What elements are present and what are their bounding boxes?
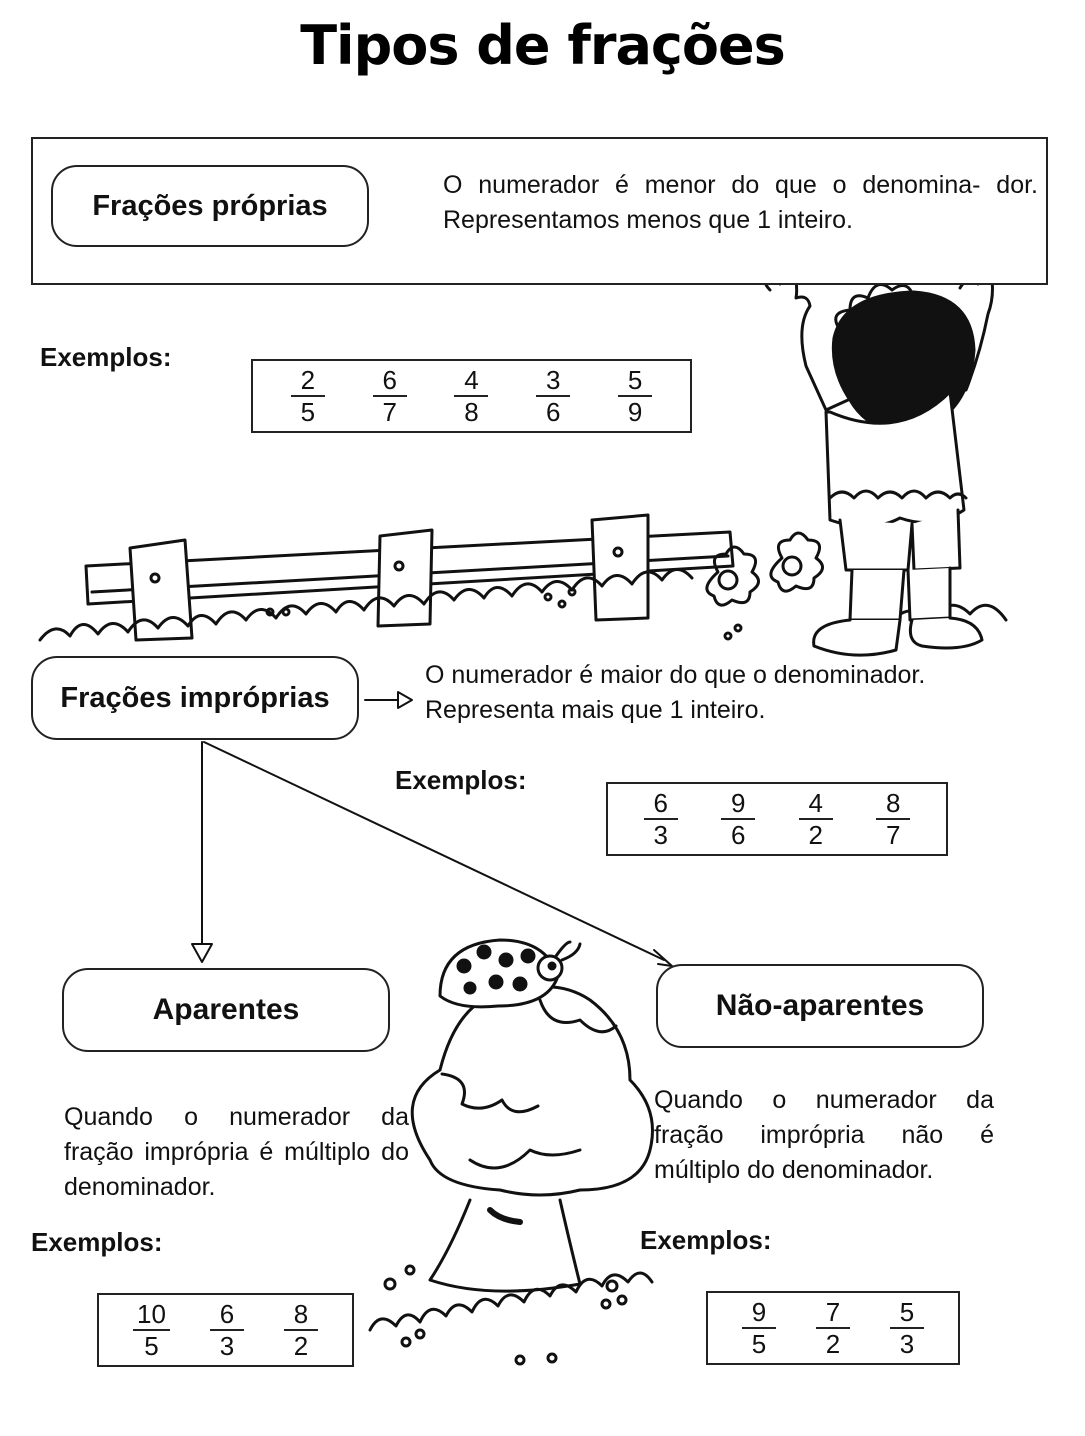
proprias-label-pill: Frações próprias <box>51 165 369 247</box>
numerator: 3 <box>546 365 561 395</box>
flowers-illustration <box>705 531 824 641</box>
fraction-bar <box>876 818 911 820</box>
improprias-examples-label: Exemplos: <box>395 765 527 795</box>
proprias-examples-label: Exemplos: <box>40 342 172 372</box>
numerator: 5 <box>627 365 643 395</box>
page-title: Tipos de frações <box>300 14 786 77</box>
fraction-bar <box>816 1327 850 1329</box>
denominator: 5 <box>751 1329 767 1359</box>
denominator: 6 <box>546 397 561 427</box>
fraction-bar <box>133 1329 170 1331</box>
numerator: 10 <box>137 1299 166 1329</box>
numerator: 9 <box>731 788 746 818</box>
denominator: 2 <box>808 820 823 850</box>
fraction-bar <box>372 395 407 397</box>
denominator: 3 <box>219 1331 235 1361</box>
denominator: 7 <box>886 820 901 850</box>
denominator: 9 <box>627 397 643 427</box>
denominator: 5 <box>300 397 316 427</box>
nao-aparentes-examples-label: Exemplos: <box>640 1225 772 1255</box>
fraction-bar <box>454 395 489 397</box>
mushroom-illustration <box>368 985 654 1366</box>
fraction-bar <box>618 395 653 397</box>
fraction-bar <box>290 395 325 397</box>
ladybug-illustration <box>438 938 582 1009</box>
denominator: 3 <box>899 1329 915 1359</box>
nao-aparentes-label-pill: Não-aparentes <box>656 964 984 1048</box>
improprias-label-pill: Frações impróprias <box>31 656 359 740</box>
numerator: 8 <box>293 1299 309 1329</box>
numerator: 6 <box>219 1299 235 1329</box>
denominator: 2 <box>293 1331 309 1361</box>
fraction-bar <box>209 1329 244 1331</box>
child-reaching-illustration <box>763 266 994 657</box>
improprias-description: O numerador é maior do que o denominador… <box>425 661 926 724</box>
aparentes-description: Quando o numerador da fração imprópria é… <box>64 1103 409 1201</box>
numerator: 6 <box>653 788 668 818</box>
proprias-label: Frações próprias <box>92 189 328 222</box>
nao-aparentes-label: Não-aparentes <box>715 989 925 1022</box>
fraction-bar <box>798 818 833 820</box>
improprias-label: Frações impróprias <box>60 681 330 714</box>
fraction-bar <box>890 1327 924 1329</box>
aparentes-label-pill: Aparentes <box>62 968 390 1052</box>
numerator: 4 <box>464 365 479 395</box>
fraction-bar <box>536 395 571 397</box>
numerator: 2 <box>300 365 316 395</box>
numerator: 4 <box>808 788 823 818</box>
fraction-bar <box>283 1329 318 1331</box>
fraction-bar <box>643 818 678 820</box>
proprias-description: O numerador é menor do que o denomina- d… <box>443 171 1038 234</box>
denominator: 3 <box>653 820 668 850</box>
fraction-bar <box>721 818 756 820</box>
numerator: 5 <box>899 1297 915 1327</box>
numerator: 6 <box>382 365 397 395</box>
denominator: 5 <box>144 1331 159 1361</box>
aparentes-examples-label: Exemplos: <box>31 1227 163 1257</box>
aparentes-label: Aparentes <box>152 993 300 1026</box>
nao-aparentes-description: Quando o numerador da fração imprópria n… <box>654 1086 994 1184</box>
numerator: 7 <box>825 1297 841 1327</box>
denominator: 8 <box>464 397 479 427</box>
numerator: 9 <box>751 1297 767 1327</box>
denominator: 6 <box>731 820 746 850</box>
fence-illustration <box>84 513 735 642</box>
fraction-bar <box>742 1327 776 1329</box>
denominator: 7 <box>382 397 397 427</box>
numerator: 8 <box>886 788 901 818</box>
denominator: 2 <box>825 1329 841 1359</box>
